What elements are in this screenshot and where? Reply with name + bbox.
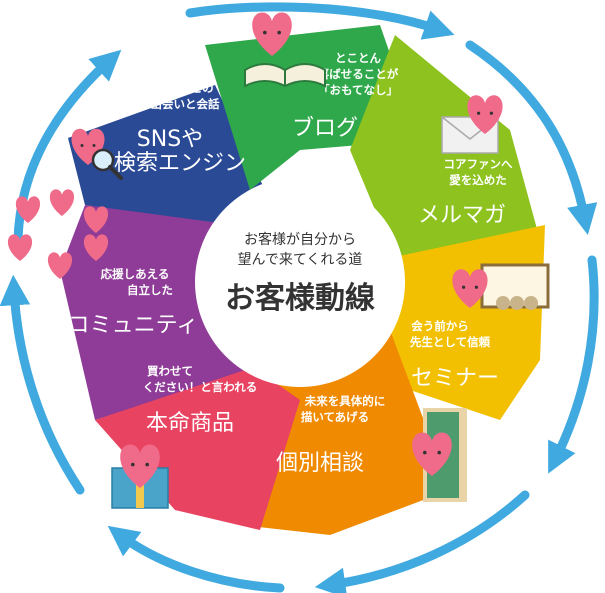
heart-face-icon xyxy=(467,95,503,134)
svg-text:会う前から: 会う前から xyxy=(410,319,469,333)
label-product: 買わせて ください！と言われる 本命商品 xyxy=(143,364,257,436)
svg-text:検索エンジン: 検索エンジン xyxy=(114,151,246,176)
segment-product xyxy=(95,365,300,530)
svg-text:「おもてなし」: 「おもてなし」 xyxy=(318,83,398,97)
svg-text:メルマガ: メルマガ xyxy=(418,203,506,228)
svg-text:セミナー: セミナー xyxy=(411,366,499,391)
label-sns: お客様との 出会いと会話 SNSや 検索エンジン xyxy=(114,81,246,176)
book-icon xyxy=(244,63,326,88)
heart-face-icon xyxy=(71,128,105,165)
svg-text:出会いと会話: 出会いと会話 xyxy=(151,97,220,111)
segment-sns xyxy=(68,85,265,230)
center-title: お客様動線 xyxy=(225,281,375,316)
label-community: 応援しあえる 自立した コミュニティ xyxy=(68,267,199,338)
svg-text:愛を込めた: 愛を込めた xyxy=(449,173,507,187)
label-blog: とことん 喜ばせることが 「おもてなし」 ブログ xyxy=(292,51,399,141)
label-consult: 未来を具体的に 描いてあげる 個別相談 xyxy=(276,394,385,476)
magnifier-icon xyxy=(91,148,123,180)
svg-text:先生として信頼: 先生として信頼 xyxy=(410,335,491,349)
heart-face-icon xyxy=(412,432,452,476)
arrow-bottom-right xyxy=(314,490,530,593)
svg-text:コミュニティ: コミュニティ xyxy=(68,313,199,338)
arrow-bottom xyxy=(107,525,285,593)
svg-text:コアファンへ: コアファンへ xyxy=(444,157,513,171)
center-line2: 望んで来てくれる道 xyxy=(238,252,363,268)
svg-text:とことん: とことん xyxy=(335,51,381,65)
arrow-right-top xyxy=(465,40,598,236)
svg-text:未来を具体的に: 未来を具体的に xyxy=(304,394,386,408)
svg-text:喜ばせることが: 喜ばせることが xyxy=(318,67,399,81)
svg-text:ブログ: ブログ xyxy=(292,116,358,141)
arrow-top xyxy=(185,2,455,40)
heart-face-icon xyxy=(49,189,75,216)
svg-text:本命商品: 本命商品 xyxy=(146,411,234,436)
label-mailmag: コアファンへ 愛を込めた メルマガ xyxy=(418,157,513,228)
svg-text:描いてあげる: 描いてあげる xyxy=(301,410,369,424)
svg-text:SNSや: SNSや xyxy=(137,127,203,152)
heart-face-icon xyxy=(452,269,488,308)
whiteboard-icon xyxy=(480,263,550,310)
svg-text:お客様との: お客様との xyxy=(156,81,213,95)
arrow-right xyxy=(548,255,599,474)
svg-text:買わせて: 買わせて xyxy=(147,364,193,378)
svg-text:個別相談: 個別相談 xyxy=(276,451,364,476)
svg-text:自立した: 自立した xyxy=(127,283,173,297)
label-seminar: 会う前から 先生として信頼 セミナー xyxy=(410,319,499,391)
svg-text:ください！と言われる: ください！と言われる xyxy=(143,380,257,394)
center-line1: お客様が自分から xyxy=(244,231,356,248)
center-circle xyxy=(195,177,405,387)
heart-face-icon xyxy=(120,444,160,488)
svg-text:応援しあえる: 応援しあえる xyxy=(101,267,170,281)
heart-face-icon xyxy=(252,12,292,57)
arrow-left xyxy=(0,274,85,495)
